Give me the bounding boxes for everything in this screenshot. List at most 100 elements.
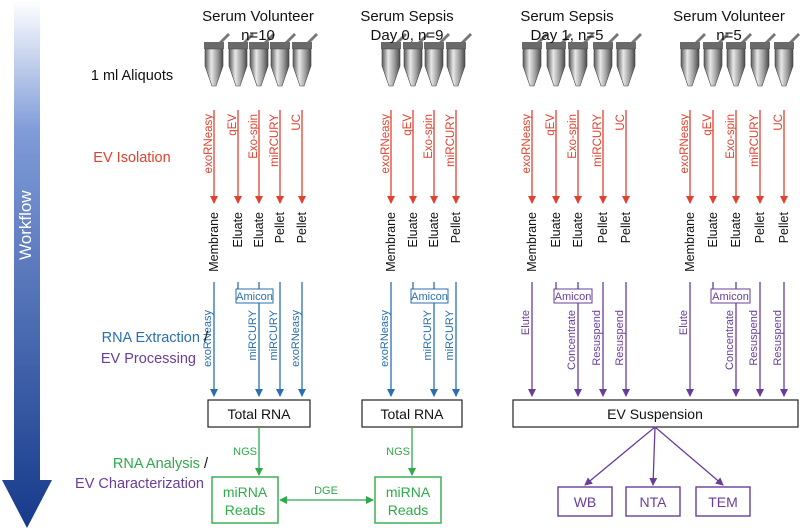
group-0-tube-icon-cap [243, 33, 254, 43]
group-1-process-label: miRCURY [422, 309, 434, 360]
group-2-tube-icon-cap [608, 33, 619, 43]
group-2-fraction-label: Membrane [525, 212, 539, 272]
group-0-tube-icon [270, 48, 290, 87]
slash-separator: / [203, 330, 208, 346]
group-1-isolation-label: qEV [402, 114, 414, 136]
ev-suspension-box [512, 399, 799, 428]
group-3-tube-icon-rim [774, 42, 794, 49]
group-2-tube-icon [546, 48, 566, 87]
stage-label-isolation: EV Isolation [93, 150, 171, 166]
group-3-tube-icon-cap [718, 33, 729, 43]
group-0-fraction-label: Eluate [231, 212, 245, 247]
group-3-tube-icon [774, 48, 794, 87]
group-0-tube-icon-rim [292, 42, 312, 49]
group-3-tube-icon [703, 48, 723, 87]
total-rna-box-volunteer [207, 399, 311, 428]
characterization-arrow [584, 426, 656, 486]
group-3-isolation-label: miRCURY [749, 114, 761, 167]
group-1-tube-icon-rim [446, 42, 466, 49]
group-0-tube-icon [228, 48, 248, 87]
group-title-line2: Day 0, n=9 [370, 27, 444, 44]
characterization-arrow [654, 426, 724, 486]
group-3-tube-icon [680, 48, 700, 87]
group-3-isolation-label: Exo-spin [725, 114, 737, 159]
total-rna-box-sepsis [361, 399, 463, 428]
group-3-tube-icon-rim [703, 42, 723, 49]
group-3-tube-icon-rim [726, 42, 746, 49]
group-2-tube-icon-rim [616, 42, 636, 49]
group-3-fraction-label: Eluate [729, 212, 743, 247]
group-title-line2: n=10 [241, 27, 275, 44]
mirna-reads-box [374, 476, 442, 524]
group-2-tube-icon [522, 48, 542, 87]
characterization-box [557, 486, 613, 517]
group-0-tube-icon-cap [219, 33, 230, 43]
group-1-fraction-label: Pellet [449, 211, 463, 243]
group-0-isolation-label: qEV [227, 114, 239, 136]
group-0-fraction-label: Pellet [273, 211, 287, 243]
group-0-amicon-label: Amicon [236, 291, 273, 303]
mirna-reads-line1: miRNA [223, 484, 268, 500]
group-3-fraction-label: Eluate [706, 212, 720, 247]
group-3-tube-icon-cap [765, 33, 776, 43]
group-title-line1: Serum Sepsis [520, 8, 614, 25]
group-1-isolation-label: exoRNeasy [380, 114, 392, 174]
dge-label: DGE [314, 485, 338, 497]
group-3-isolation-label: qEV [702, 114, 714, 136]
characterization-box [625, 486, 681, 517]
group-1-process-label: miRCURY [444, 309, 456, 360]
group-2-tube-icon-cap [537, 33, 548, 43]
group-1-tube-icon-rim [403, 42, 423, 49]
group-0-tube-icon-rim [228, 42, 248, 49]
group-0-tube-icon-rim [204, 42, 224, 49]
group-2-tube-icon-cap [631, 33, 642, 43]
group-2-process-label: Elute [520, 310, 532, 335]
total-rna-label: Total RNA [227, 406, 291, 422]
group-2-isolation-label: qEV [545, 114, 557, 136]
group-1-tube-icon-cap [461, 33, 472, 43]
group-3-tube-icon-cap [741, 33, 752, 43]
stage-label-ev-processing: EV Processing [100, 351, 196, 367]
group-2-tube-icon-cap [583, 33, 594, 43]
group-0-isolation-label: exoRNeasy [203, 114, 215, 174]
characterization-box [695, 486, 751, 517]
group-2-tube-icon-rim [546, 42, 566, 49]
group-0-process-label: exoRNeasy [290, 310, 302, 367]
group-0-fraction-label: Pellet [295, 211, 309, 243]
group-0-isolation-label: miRCURY [269, 114, 281, 167]
characterization-arrow [649, 426, 658, 486]
characterization-label-tem: TEM [708, 494, 738, 510]
group-1-tube-icon-cap [418, 33, 429, 43]
group-0-process-label: miRCURY [247, 309, 259, 360]
group-0-isolation-label: Exo-spin [248, 114, 260, 159]
group-0-tube-icon [249, 48, 269, 87]
group-3-amicon-label: Amicon [712, 291, 749, 303]
group-2-tube-icon-rim [568, 42, 588, 49]
group-2-isolation-label: miRCURY [592, 114, 604, 167]
group-2-tube-icon-cap [561, 33, 572, 43]
group-title-line2: Day 1, n=5 [530, 27, 604, 44]
stage-label-ev-characterization: EV Characterization [75, 476, 204, 492]
group-2-amicon-label: Amicon [555, 291, 592, 303]
group-title-sepsis-day1: Serum Sepsis Day 1, n=5 [492, 7, 642, 45]
group-2-fraction-label: Eluate [549, 212, 563, 247]
group-2-tube-icon [568, 48, 588, 87]
group-0-tube-icon-rim [270, 42, 290, 49]
workflow-label: Workflow [16, 190, 35, 260]
group-0-fraction-label: Membrane [207, 212, 221, 272]
group-1-fraction-label: Membrane [384, 212, 398, 272]
mirna-reads-line2: Reads [388, 502, 428, 518]
group-1-process-label: exoRNeasy [379, 310, 391, 367]
group-2-isolation-label: Exo-spin [567, 114, 579, 159]
group-2-amicon-box [553, 288, 593, 304]
rna-extraction-text: RNA Extraction [101, 330, 200, 346]
group-1-amicon-box [410, 288, 449, 304]
stage-label-rna-analysis: RNA Analysis / [56, 456, 208, 472]
group-3-tube-icon [750, 48, 770, 87]
group-3-amicon-box [710, 288, 751, 304]
group-0-process-label: exoRNeasy [202, 310, 214, 367]
group-3-tube-icon-rim [750, 42, 770, 49]
group-3-tube-icon [726, 48, 746, 87]
group-2-tube-icon-rim [593, 42, 613, 49]
